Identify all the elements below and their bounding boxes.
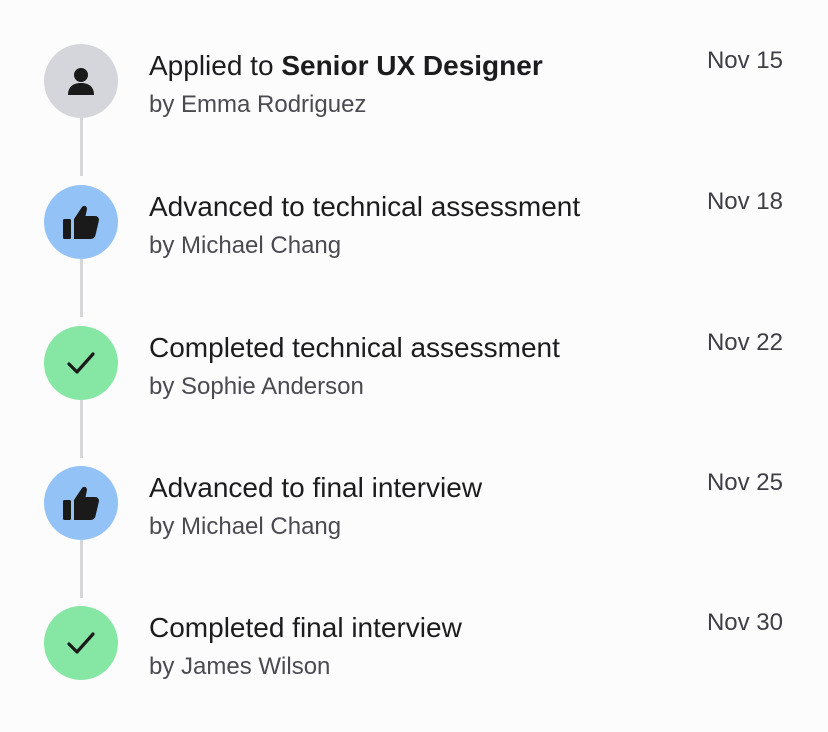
event-date: Nov 15: [706, 47, 783, 74]
timeline-event-completed: Completed technical assessment by Sophie…: [0, 326, 828, 406]
event-action-text: Advanced to technical assessment: [149, 191, 581, 222]
timeline-connector: [80, 400, 83, 458]
event-headline: Advanced to technical assessment: [149, 189, 580, 225]
event-action-text: Completed technical assessment: [149, 332, 560, 363]
event-action-text: Advanced to final interview: [149, 472, 483, 503]
event-date: Nov 22: [706, 329, 783, 356]
event-avatar: [44, 44, 118, 118]
event-avatar: [44, 466, 118, 540]
thumbs-up-icon: [63, 486, 99, 520]
timeline-connector: [80, 540, 83, 598]
timeline-connector: [80, 259, 83, 317]
event-date: Nov 30: [706, 609, 783, 636]
event-date: Nov 18: [706, 188, 783, 215]
event-headline: Completed technical assessment: [149, 330, 560, 366]
event-byline: by Michael Chang: [149, 513, 342, 540]
event-action-text: Applied to: [149, 50, 282, 81]
thumbs-up-icon: [63, 205, 99, 239]
event-byline: by Michael Chang: [149, 232, 342, 259]
timeline-event-completed: Completed final interview by James Wilso…: [0, 606, 828, 686]
person-icon: [68, 68, 94, 95]
timeline-event-applied: Applied to Senior UX Designer by Emma Ro…: [0, 44, 828, 124]
event-byline: by James Wilson: [149, 653, 331, 680]
timeline-connector: [80, 118, 83, 176]
event-avatar: [44, 185, 118, 259]
check-icon: [67, 632, 95, 654]
event-headline: Applied to Senior UX Designer: [149, 48, 543, 84]
job-title-link[interactable]: Senior UX Designer: [281, 50, 543, 81]
event-byline: by Emma Rodriguez: [149, 91, 367, 118]
event-headline: Completed final interview: [149, 610, 462, 646]
check-icon: [67, 352, 95, 374]
timeline-event-advanced: Advanced to final interview by Michael C…: [0, 466, 828, 546]
event-action-text: Completed final interview: [149, 612, 462, 643]
event-avatar: [44, 326, 118, 400]
event-date: Nov 25: [706, 469, 783, 496]
event-byline: by Sophie Anderson: [149, 373, 364, 400]
event-avatar: [44, 606, 118, 680]
timeline-event-advanced: Advanced to technical assessment by Mich…: [0, 185, 828, 265]
event-headline: Advanced to final interview: [149, 470, 482, 506]
